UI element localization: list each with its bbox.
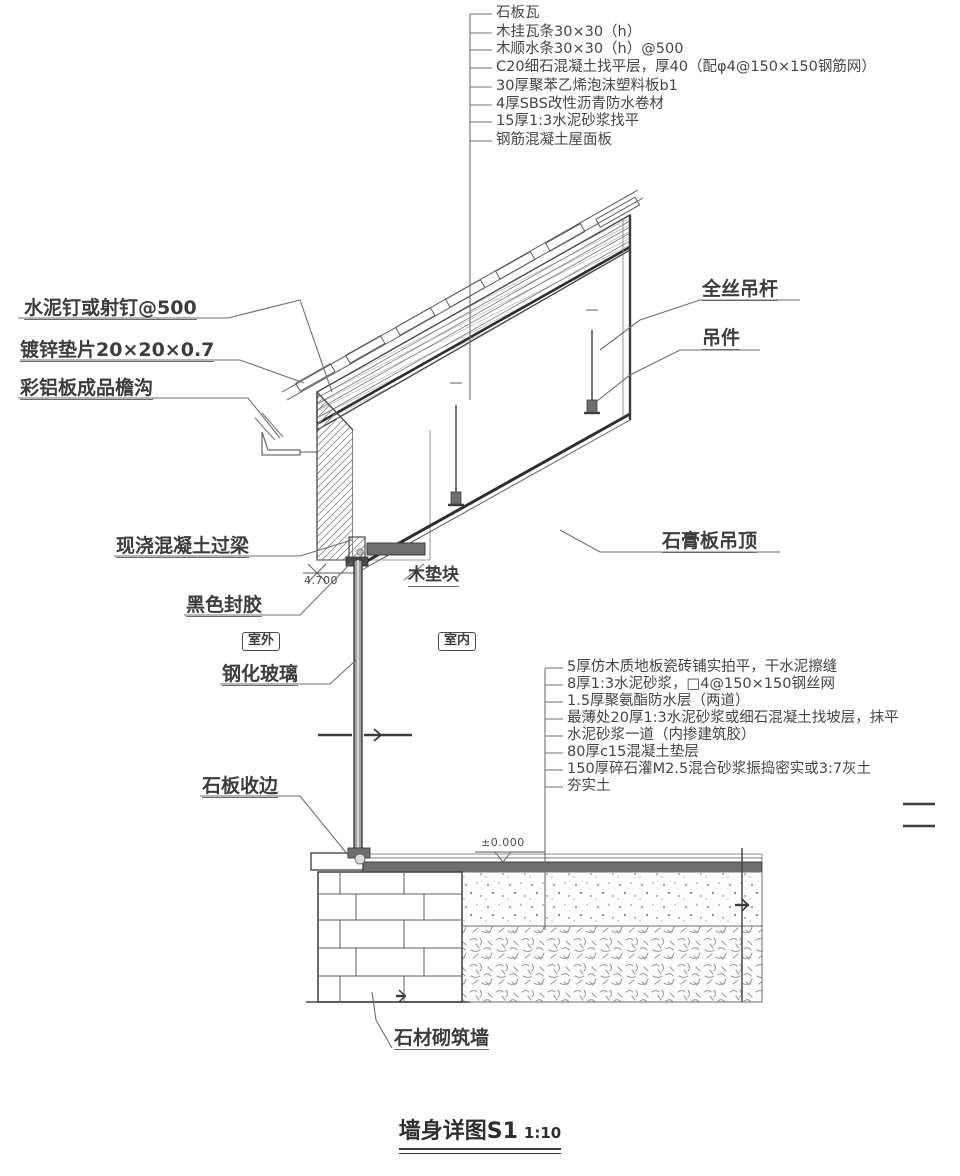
label-hanger-piece: 吊件 [702,327,741,350]
drawing-title-text: 墙身详图S1 [398,1118,518,1144]
title-rule-thin [398,1152,562,1154]
concrete-cushion-layer [461,871,763,927]
floor-note-3: 最薄处20厚1:3水泥砂浆或细石混凝土找坡层，抹平 [567,710,899,726]
lintel-elevation-marker [303,563,360,583]
drawing-title-line: 墙身详图S1 1:10 [399,1113,561,1145]
leader-wood-block [403,563,425,581]
floor-note-0: 5厚仿木质地板瓷砖铺实拍平，干水泥擦缝 [567,659,838,675]
eaves-gutter [254,412,317,456]
leader-washer [20,359,305,384]
roof-right-edge [622,215,632,420]
tempered-glass-wall [353,559,363,859]
label-threaded-hanger-rod: 全丝吊杆 [702,278,779,301]
drawing-title-block: 墙身详图S1 1:10 [0,1113,960,1154]
label-tempered-glass: 钢化玻璃 [222,663,299,686]
ground-elevation-marker [475,851,545,863]
roof-note-2: 木顺水条30×30（h）@500 [496,41,684,57]
title-rule-thick [398,1147,562,1151]
roof-note-6: 15厚1:3水泥砂浆找平 [496,113,640,129]
leader-stone-edge [200,795,349,856]
floor-note-5: 80厚c15混凝土垫层 [567,744,699,760]
roof-note-leaders [469,13,492,400]
roof-note-7: 钢筋混凝土屋面板 [496,132,612,148]
label-galvanized-washer: 镀锌垫片20×20×0.7 [20,339,215,362]
floor-note-leaders [544,667,563,930]
leader-nail [18,299,333,393]
zone-tag-outdoor: 室外 [242,632,281,651]
rubble-base-layer [461,925,763,1003]
elevation-lintel: 4.700 [304,574,338,587]
ceiling-hanger-right [584,309,600,415]
label-wood-block: 木垫块 [408,565,459,587]
leader-sealant [184,561,353,616]
floor-note-2: 1.5厚聚氨酯防水层（两道） [567,693,750,709]
roof-tile-battens [281,189,644,401]
drawing-scale: 1:10 [523,1123,562,1142]
floor-note-1: 8厚1:3水泥砂浆，□4@150×150钢丝网 [567,676,835,692]
section-cut-line-right [735,848,750,1002]
break-line-glass [318,728,412,742]
stone-masonry-wall [306,871,470,1003]
label-cement-nail: 水泥钉或射钉@500 [24,297,197,320]
break-symbol-wall [396,989,407,1003]
leader-glass [220,659,357,685]
break-marks-right [903,802,935,828]
roof-note-4: 30厚聚苯乙烯泡沫塑料板b1 [496,78,678,94]
label-black-sealant: 黑色封胶 [186,594,263,617]
roof-note-5: 4厚SBS改性沥青防水卷材 [496,96,664,112]
floor-slab-layers [361,853,763,873]
floor-note-7: 夯实土 [567,778,611,794]
roof-slab-body [316,213,631,432]
stone-edge-sill [310,847,371,871]
floor-note-6: 150厚碎石灌M2.5混合砂浆振捣密实或3:7灰土 [567,761,872,777]
roof-note-3: C20细石混凝土找平层，厚40（配φ4@150×150钢筋网） [496,59,876,75]
label-stone-wall: 石材砌筑墙 [394,1027,490,1050]
leader-lintel [114,539,353,557]
label-stone-edge: 石板收边 [202,775,279,798]
elevation-ground: ±0.000 [481,836,525,849]
upper-wall-section [316,390,431,561]
floor-note-4: 水泥砂浆一道（内掺建筑胶） [567,727,756,743]
label-gypsum-ceiling: 石膏板吊顶 [662,530,758,553]
zone-tag-indoor: 室内 [438,632,477,651]
leader-gutter [18,397,281,439]
roof-note-0: 石板瓦 [496,5,540,21]
roof-note-1: 木挂瓦条30×30（h） [496,24,642,40]
label-aluminium-gutter: 彩铝板成品檐沟 [20,377,154,400]
leader-hanger-piece [591,349,760,406]
ceiling-hanger-left [448,382,464,507]
leader-stone-wall [371,991,393,1049]
label-concrete-lintel: 现浇混凝土过梁 [116,535,250,558]
